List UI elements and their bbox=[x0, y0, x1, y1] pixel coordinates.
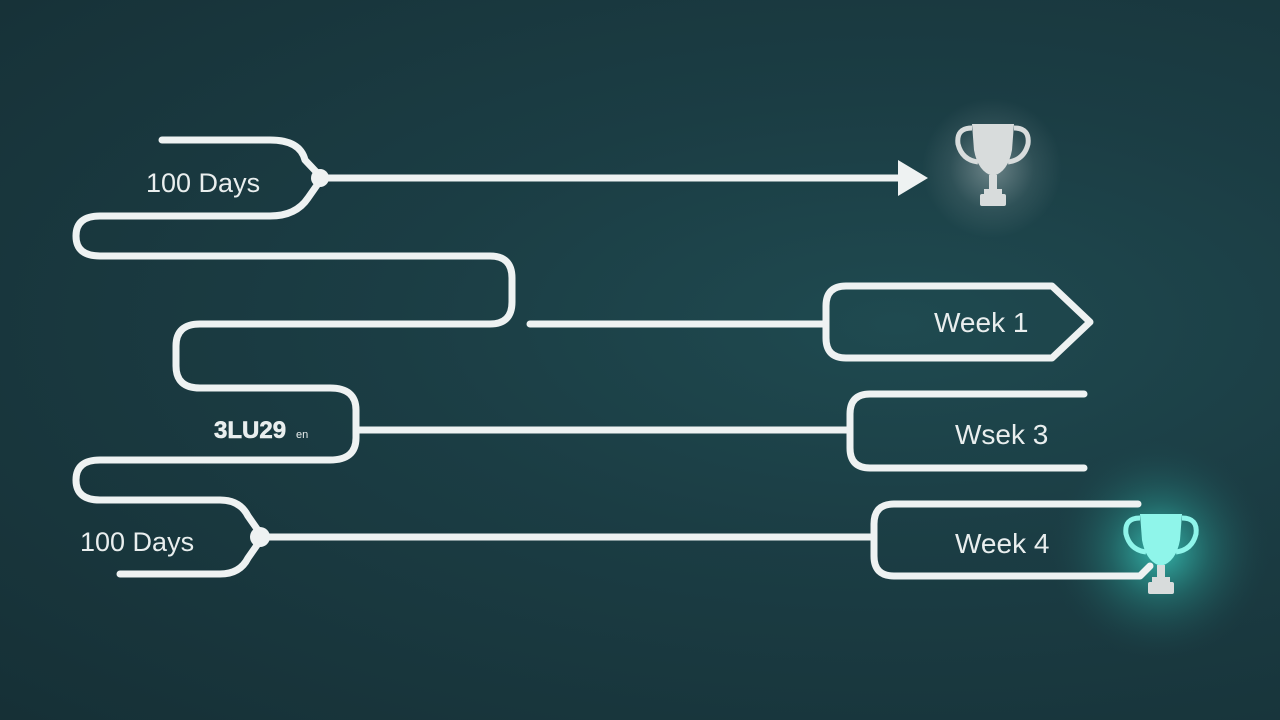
label-top-start: 100 Days bbox=[146, 168, 260, 198]
milestone-week3-tag bbox=[846, 390, 1088, 472]
path-top-branch bbox=[158, 136, 904, 182]
path-bottom-tail bbox=[116, 534, 266, 578]
arrow-head-top bbox=[898, 160, 928, 196]
junction-node-bottom bbox=[250, 527, 270, 547]
milestone-week4-tag bbox=[870, 500, 1154, 580]
trophy-icon-highlighted bbox=[1123, 514, 1199, 594]
trophy-icon bbox=[955, 124, 1031, 206]
label-mid-start-suffix: en bbox=[296, 429, 308, 441]
milestone-week1-tag bbox=[822, 282, 1094, 362]
milestone-week4-label: Week 4 bbox=[955, 528, 1049, 559]
milestone-week3-label: Wsek 3 bbox=[955, 419, 1048, 450]
junction-node-top bbox=[311, 169, 329, 187]
label-bottom-start: 100 Days bbox=[80, 527, 194, 557]
path-serpentine bbox=[72, 174, 516, 540]
label-mid-start: 3LU29 bbox=[214, 417, 286, 444]
milestone-week1-label: Week 1 bbox=[934, 307, 1028, 338]
